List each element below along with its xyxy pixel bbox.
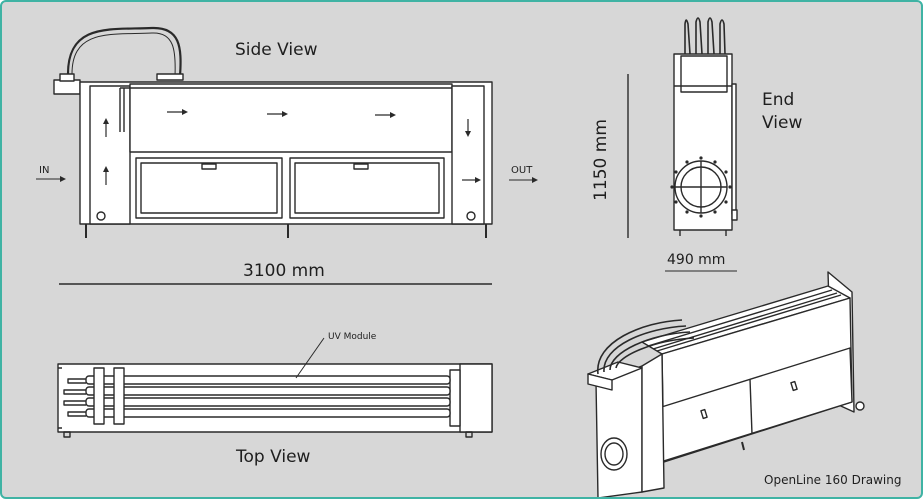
end-view-title-line2: View	[762, 113, 803, 133]
top-view-drawing	[57, 337, 493, 438]
width-dimension-label: 3100 mm	[243, 261, 325, 281]
side-view-outlet-chamber	[451, 85, 485, 225]
isometric-drawing	[587, 271, 865, 497]
side-view-inlet-box	[53, 79, 81, 95]
side-view-uv-housing	[129, 83, 453, 153]
inlet-label: IN	[39, 165, 50, 176]
uv-module-label: UV Module	[328, 332, 377, 342]
side-view-drawing	[36, 26, 538, 238]
top-view-title: Top View	[236, 447, 311, 467]
outlet-label: OUT	[511, 165, 533, 176]
drawing-caption: OpenLine 160 Drawing	[764, 473, 902, 487]
side-view-hose	[66, 26, 182, 77]
height-dimension-label: 1150 mm	[590, 119, 611, 201]
depth-dimension-label: 490 mm	[667, 252, 726, 268]
top-view-uv-lamps	[85, 375, 451, 418]
side-view-title: Side View	[235, 40, 318, 60]
end-view-title-line1: End	[762, 90, 795, 110]
end-view-drawing	[670, 17, 738, 236]
uv-module-pointer	[295, 337, 325, 379]
